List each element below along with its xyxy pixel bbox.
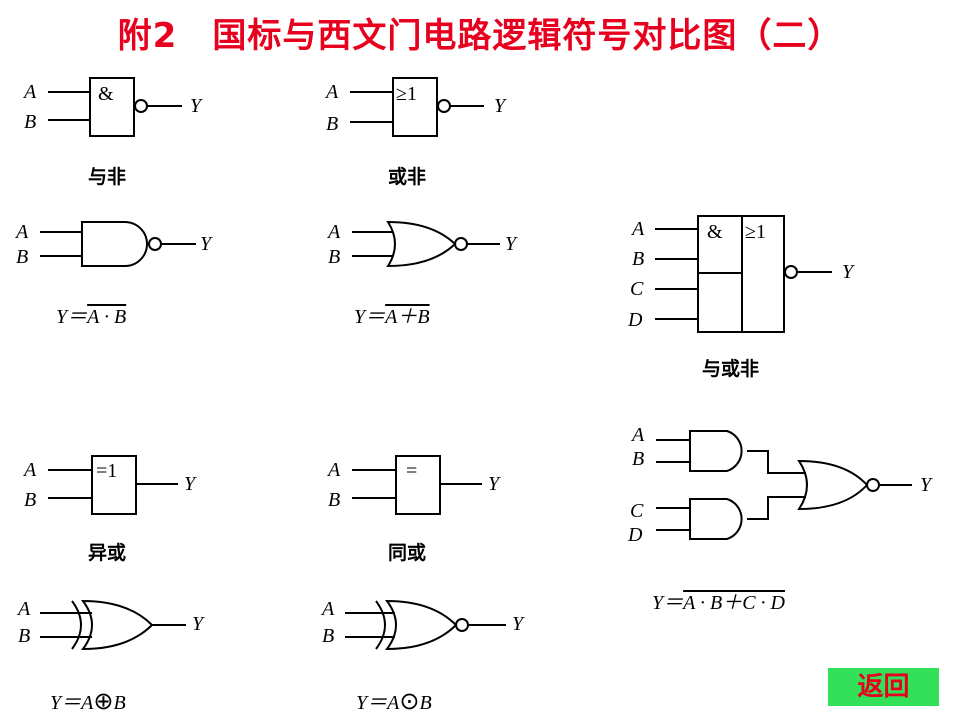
- pin-a-label: A: [630, 218, 645, 240]
- nor-caption: 或非: [388, 166, 427, 188]
- pin-b-label: B: [632, 448, 644, 470]
- xnor-gate-symbol: A B Y: [320, 598, 525, 651]
- pin-a-label: A: [320, 598, 335, 620]
- pin-c-label: C: [630, 500, 644, 522]
- xnor-box-symbol: = A B Y: [326, 455, 501, 515]
- pin-b-label: B: [24, 111, 36, 133]
- pin-d-label: D: [627, 524, 643, 546]
- pin-a-label: A: [324, 81, 339, 103]
- nor-gate-symbol: A B Y: [326, 220, 518, 268]
- nand-expression: Y＝A · B: [56, 306, 127, 328]
- xor-box-label: =1: [96, 460, 117, 482]
- xnor-caption: 同或: [388, 542, 427, 564]
- pin-y-label: Y: [512, 613, 525, 635]
- pin-a-label: A: [16, 598, 31, 620]
- pin-b-label: B: [326, 113, 338, 135]
- pin-y-label: Y: [505, 233, 518, 255]
- pin-y-label: Y: [190, 95, 203, 117]
- xor-caption: 异或: [88, 542, 127, 564]
- xnor-box-label: =: [406, 460, 417, 482]
- aoi-caption: 与或非: [702, 358, 760, 380]
- xor-box-symbol: =1 A B Y: [22, 455, 197, 515]
- pin-y-label: Y: [488, 473, 501, 495]
- xnor-operator: ⊙: [399, 689, 420, 715]
- pin-b-label: B: [16, 246, 28, 268]
- pin-a-label: A: [22, 459, 37, 481]
- xnor-expression: Y＝A⊙B: [356, 689, 432, 715]
- nand-gate-symbol: A B Y: [14, 221, 213, 268]
- nor-box-symbol: A B Y ≥1: [324, 77, 507, 137]
- pin-a-label: A: [14, 221, 29, 243]
- aoi-expression: Y＝A · B＋C · D: [652, 592, 785, 614]
- pin-y-label: Y: [842, 261, 855, 283]
- pin-b-label: B: [322, 625, 334, 647]
- pin-a-label: A: [326, 221, 341, 243]
- pin-d-label: D: [627, 309, 643, 331]
- xor-gate-symbol: A B Y: [16, 598, 205, 651]
- pin-b-label: B: [24, 489, 36, 511]
- back-button[interactable]: 返回: [828, 668, 939, 706]
- or-symbol: ≥1: [396, 83, 417, 105]
- pin-c-label: C: [630, 278, 644, 300]
- pin-b-label: B: [632, 248, 644, 270]
- aoi-gate-symbol: A B C D Y: [627, 424, 933, 546]
- nand-caption: 与非: [88, 166, 127, 188]
- pin-a-label: A: [22, 81, 37, 103]
- pin-y-label: Y: [200, 233, 213, 255]
- pin-b-label: B: [328, 489, 340, 511]
- aoi-box-symbol: & ≥1 A B C D Y: [627, 215, 855, 333]
- pin-b-label: B: [328, 246, 340, 268]
- xor-operator: ⊕: [93, 689, 114, 715]
- and-symbol: &: [707, 221, 723, 243]
- pin-y-label: Y: [192, 613, 205, 635]
- xor-expression: Y＝A⊕B: [50, 689, 126, 715]
- pin-b-label: B: [18, 625, 30, 647]
- slide-title: 附2 国标与西文门电路逻辑符号对比图（二）: [117, 16, 843, 56]
- nand-box-symbol: A B Y &: [22, 77, 203, 137]
- pin-y-label: Y: [494, 95, 507, 117]
- pin-y-label: Y: [920, 474, 933, 496]
- pin-y-label: Y: [184, 473, 197, 495]
- pin-a-label: A: [326, 459, 341, 481]
- and-symbol: &: [98, 83, 114, 105]
- pin-a-label: A: [630, 424, 645, 446]
- or-symbol: ≥1: [745, 221, 766, 243]
- nor-expression: Y＝A＋B: [354, 306, 430, 328]
